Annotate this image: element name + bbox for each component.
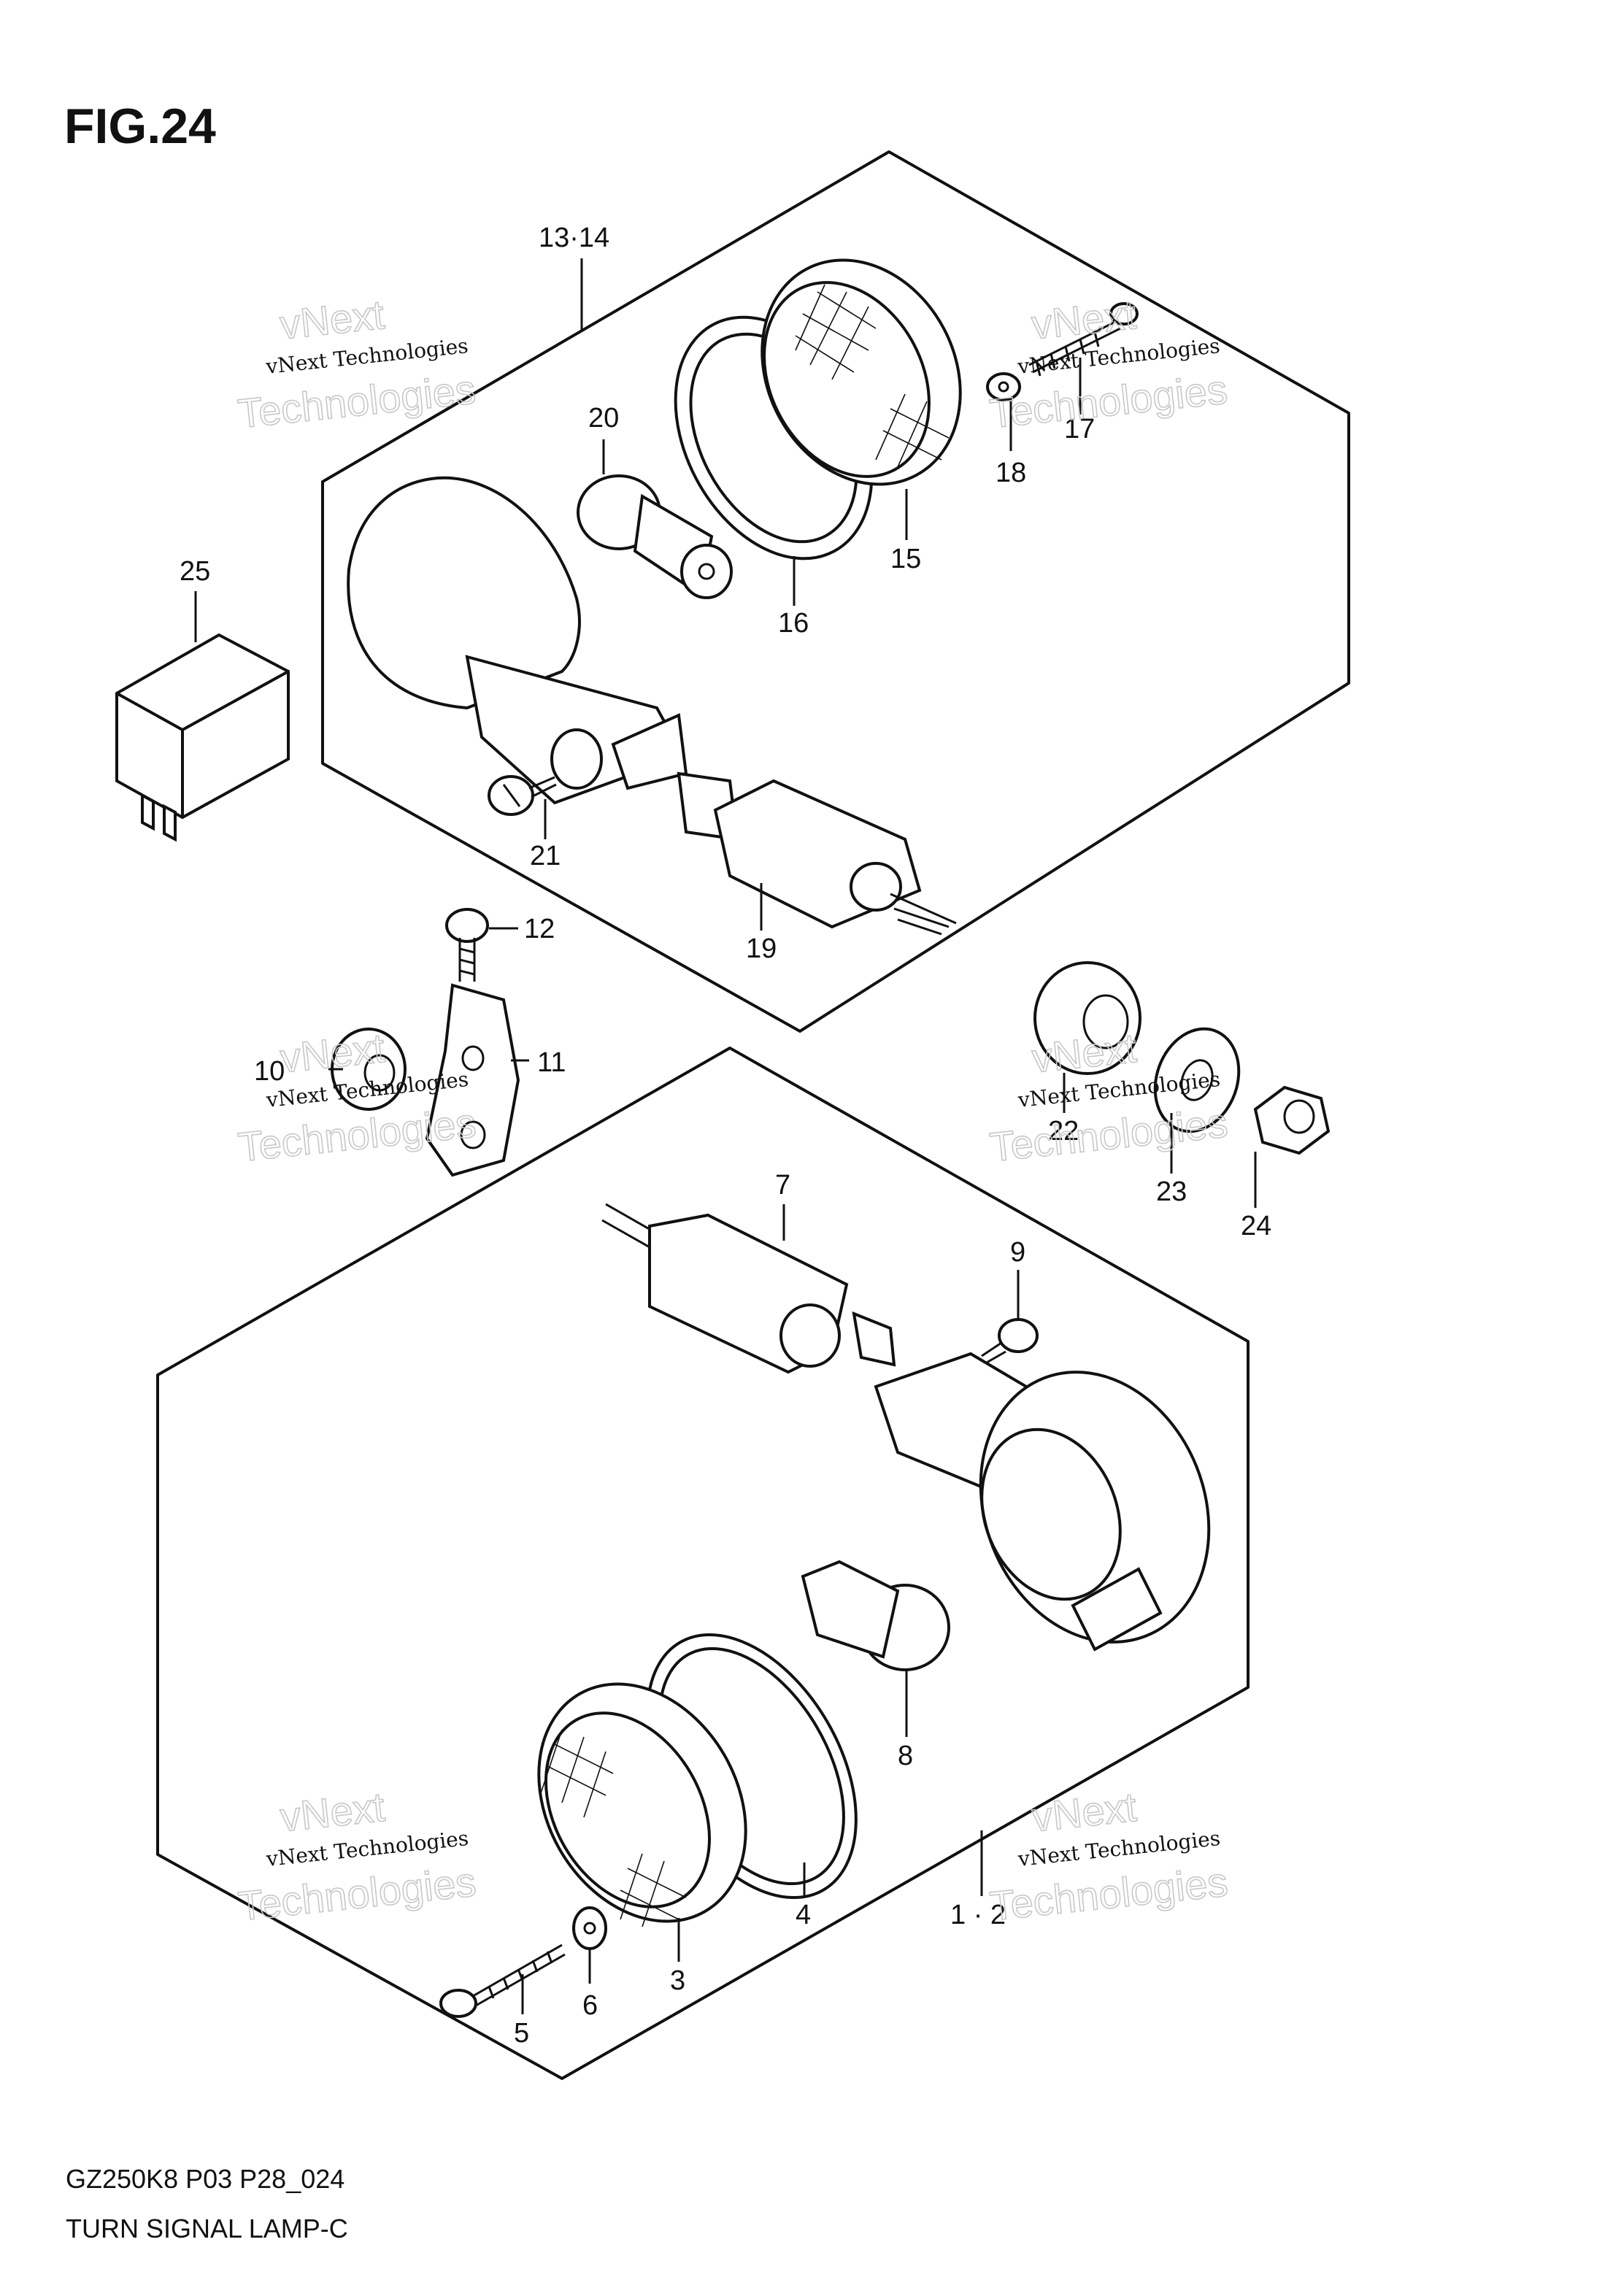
diagram-name: TURN SIGNAL LAMP-C — [66, 2214, 348, 2243]
watermark-bottom-right: vNext Technologies vNext Technologies — [987, 1783, 1231, 1930]
screw-5 — [439, 1943, 566, 2018]
callout-18: 18 — [996, 458, 1026, 488]
watermark-middle-left: vNext Technologies vNext Technologies — [236, 1024, 479, 1171]
callout-19: 19 — [746, 933, 777, 964]
callout-25: 25 — [180, 556, 210, 587]
cushion-22 — [1033, 961, 1141, 1075]
callout-20: 20 — [588, 403, 619, 434]
watermark-bottom-left: vNext Technologies vNext Technologies — [236, 1783, 479, 1930]
bolt-12 — [445, 908, 489, 982]
callout-3: 3 — [670, 1965, 685, 1996]
leader-lines — [194, 258, 1257, 2014]
watermark-word: vNext — [1029, 291, 1138, 348]
screw-21 — [488, 775, 557, 816]
lower-assembly-outline — [156, 1047, 1250, 2080]
callout-12: 12 — [524, 914, 555, 944]
callout-5: 5 — [514, 2018, 529, 2049]
bulb-8 — [801, 1560, 950, 1671]
callout-4: 4 — [796, 1900, 811, 1930]
bulb-20 — [577, 474, 733, 599]
callout-10: 10 — [254, 1056, 285, 1087]
callout-labels: 13·14 20 25 16 15 17 18 21 19 12 10 11 2… — [180, 223, 1271, 2049]
callout-13-14: 13·14 — [539, 223, 609, 253]
callout-15: 15 — [890, 544, 921, 574]
callout-16: 16 — [778, 608, 809, 639]
callout-9: 9 — [1010, 1237, 1025, 1268]
screw-17 — [1028, 302, 1139, 377]
watermark-top-right: vNext Technologies vNext Technologies — [987, 290, 1230, 437]
turn-signal-housing-lower — [874, 1352, 1211, 1652]
relay-25 — [115, 633, 290, 842]
bracket-11 — [425, 983, 520, 1177]
callout-1-2: 1 · 2 — [950, 1900, 1006, 1930]
socket-7 — [601, 1203, 896, 1374]
screw-9 — [981, 1318, 1039, 1365]
lens-3 — [537, 1682, 747, 1927]
callout-23: 23 — [1156, 1176, 1187, 1207]
callout-17: 17 — [1064, 414, 1095, 444]
washer-18 — [986, 372, 1021, 401]
callout-22: 22 — [1048, 1116, 1079, 1147]
callout-24: 24 — [1241, 1211, 1271, 1241]
callout-7: 7 — [775, 1170, 790, 1201]
figure-title: FIG.24 — [64, 99, 216, 154]
washer-23 — [1153, 1027, 1241, 1133]
watermark-word: vNext — [277, 291, 386, 348]
socket-19 — [677, 771, 957, 936]
callout-6: 6 — [582, 1990, 598, 2021]
watermark-word: vNext — [1030, 1784, 1139, 1841]
turn-signal-housing-upper — [347, 476, 688, 805]
lens-15 — [761, 258, 962, 486]
watermark-top-left: vNext Technologies vNext Technologies — [235, 290, 478, 437]
callout-21: 21 — [530, 841, 561, 871]
callout-11: 11 — [537, 1047, 566, 1078]
upper-assembly-outline — [321, 150, 1350, 1033]
washer-6 — [572, 1906, 607, 1950]
callout-8: 8 — [898, 1741, 913, 1771]
nut-24 — [1253, 1085, 1331, 1155]
watermark-word: vNext — [278, 1784, 387, 1841]
model-code: GZ250K8 P03 P28_024 — [66, 2164, 344, 2194]
